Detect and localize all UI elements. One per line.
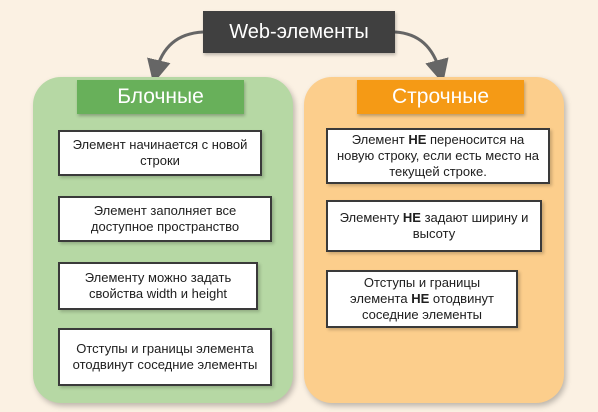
arrow-to-inline — [394, 30, 449, 84]
block-item-card: Отступы и границы элемента отодвинут сос… — [58, 328, 272, 386]
inline-item-card: Элементу НЕ задают ширину и высоту — [326, 200, 542, 252]
block-item-card: Элемент начинается с новой строки — [58, 130, 262, 176]
inline-item-card: Отступы и границы элемента НЕ отодвинут … — [326, 270, 518, 328]
diagram-title: Web-элементы — [203, 11, 395, 53]
inline-item-text: Элементу НЕ задают ширину и высоту — [339, 210, 529, 241]
block-item-card: Элемент заполняет все доступное простран… — [58, 196, 272, 242]
block-item-card: Элементу можно задать свойства width и h… — [58, 262, 258, 310]
inline-panel-title: Строчные — [357, 80, 524, 114]
inline-item-text: Элемент НЕ переносится на новую строку, … — [336, 132, 540, 179]
arrow-to-block — [147, 30, 204, 84]
inline-item-text: Отступы и границы элемента НЕ отодвинут … — [350, 275, 494, 322]
block-panel-title: Блочные — [77, 80, 244, 114]
inline-item-card: Элемент НЕ переносится на новую строку, … — [326, 128, 550, 184]
